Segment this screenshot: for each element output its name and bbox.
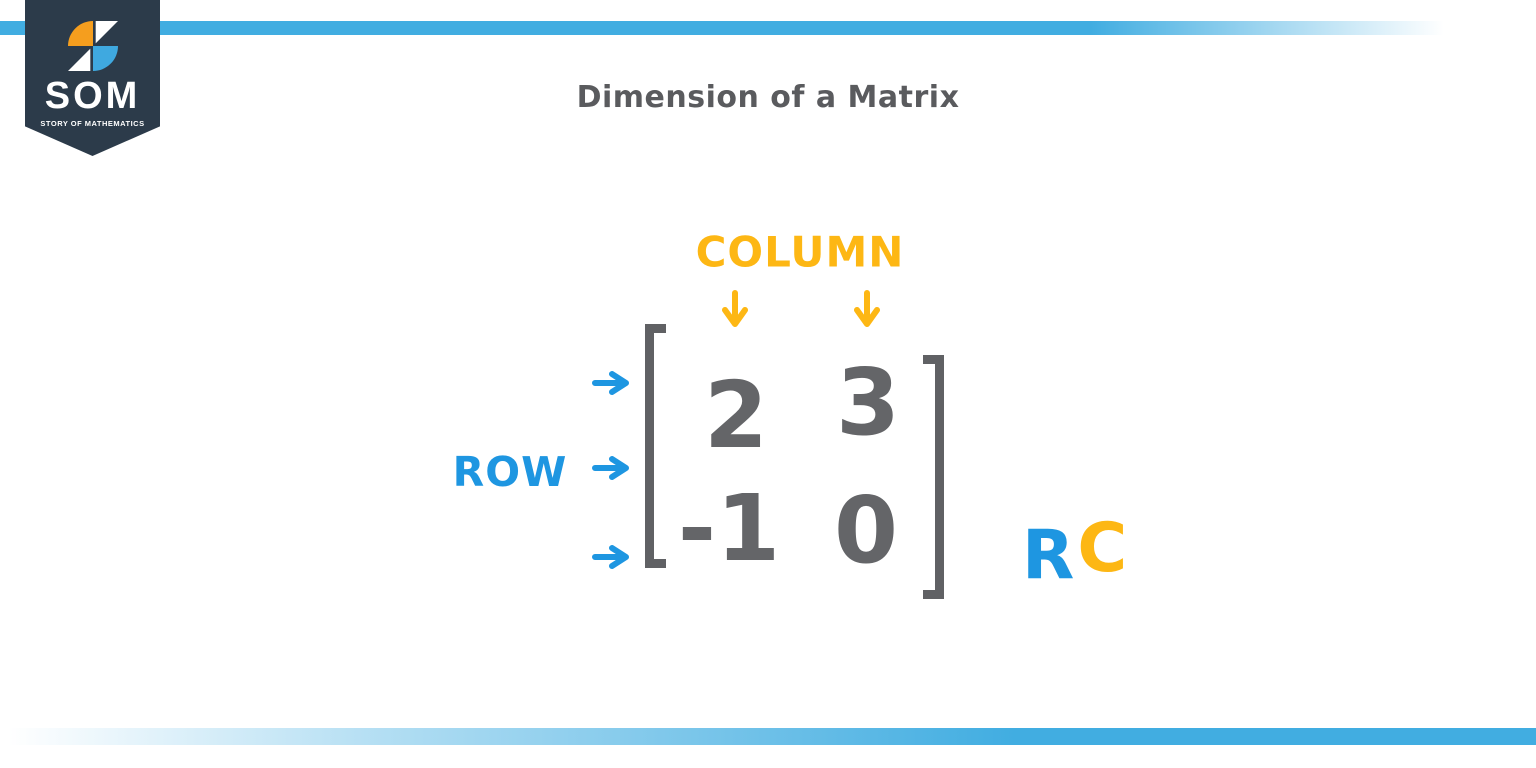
right-arrow-icon bbox=[592, 545, 632, 569]
som-logo-icon bbox=[67, 21, 118, 71]
right-arrow-icon bbox=[592, 456, 632, 480]
matrix-left-bracket bbox=[645, 324, 666, 568]
column-label: COLUMN bbox=[695, 227, 905, 277]
matrix-cell: 2 bbox=[703, 362, 769, 469]
matrix-cell: 0 bbox=[833, 477, 899, 584]
down-arrow-icon bbox=[722, 290, 748, 330]
row-letter: R bbox=[1022, 516, 1075, 595]
matrix-cell: 3 bbox=[835, 349, 901, 456]
matrix-right-bracket bbox=[923, 355, 944, 599]
top-accent-bar bbox=[0, 21, 1536, 35]
brand-tagline: STORY OF MATHEMATICS bbox=[40, 119, 145, 128]
bottom-accent-bar bbox=[0, 728, 1536, 745]
right-arrow-icon bbox=[592, 371, 632, 395]
dimension-notation: RC bbox=[1022, 515, 1127, 590]
column-letter: C bbox=[1077, 509, 1128, 588]
brand-badge: SOM STORY OF MATHEMATICS bbox=[25, 0, 160, 156]
page-title: Dimension of a Matrix bbox=[576, 80, 960, 115]
matrix-cell: -1 bbox=[677, 475, 781, 582]
row-label: ROW bbox=[452, 448, 568, 496]
brand-acronym: SOM bbox=[44, 75, 141, 117]
down-arrow-icon bbox=[854, 290, 880, 330]
